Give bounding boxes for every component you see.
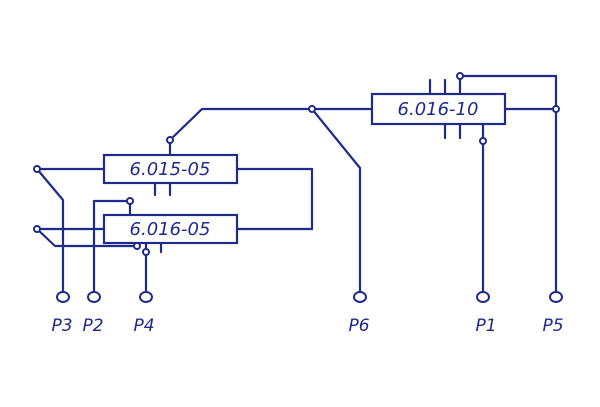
junction-dot xyxy=(126,197,134,205)
terminal-p5 xyxy=(549,291,563,303)
component-label-mid: 6.015-05 xyxy=(130,159,211,180)
junction-dots xyxy=(33,72,560,256)
component-label-low: 6.016-05 xyxy=(130,219,211,240)
terminal-label-p5: P5 xyxy=(542,316,563,336)
terminal-p3 xyxy=(56,291,70,303)
terminal-p2 xyxy=(87,291,101,303)
terminal-label-p6: P6 xyxy=(348,316,369,336)
component-box-top xyxy=(370,92,507,126)
wire-to-p2 xyxy=(92,199,132,294)
junction-dot xyxy=(308,105,316,113)
component-label-top: 6.016-10 xyxy=(398,99,479,120)
wire-p3-diag xyxy=(35,167,65,294)
junction-dot xyxy=(142,248,150,256)
junction-dot xyxy=(33,165,41,173)
wire-to-p6 xyxy=(310,107,362,294)
terminal-label-p1: P1 xyxy=(475,316,496,336)
terminals xyxy=(56,291,563,303)
wire-low-cross xyxy=(35,227,139,248)
terminal-p6 xyxy=(353,291,367,303)
junction-dot xyxy=(479,137,487,145)
terminal-label-p2: P2 xyxy=(82,316,103,336)
component-box-low xyxy=(102,213,239,245)
component-top-wiring xyxy=(168,74,558,294)
component-box-mid xyxy=(102,153,239,185)
terminal-p4 xyxy=(139,291,153,303)
terminal-label-p3: P3 xyxy=(51,316,72,336)
junction-dot xyxy=(166,136,174,144)
junction-dot xyxy=(133,242,141,250)
junction-dot xyxy=(33,225,41,233)
junction-dot xyxy=(456,72,464,80)
wire-mid-right xyxy=(235,167,314,231)
wire-left-trunk xyxy=(168,107,374,142)
wire-top-loop xyxy=(458,74,558,294)
junction-dot xyxy=(552,105,560,113)
terminal-p1 xyxy=(476,291,490,303)
terminal-label-p4: P4 xyxy=(133,316,154,336)
